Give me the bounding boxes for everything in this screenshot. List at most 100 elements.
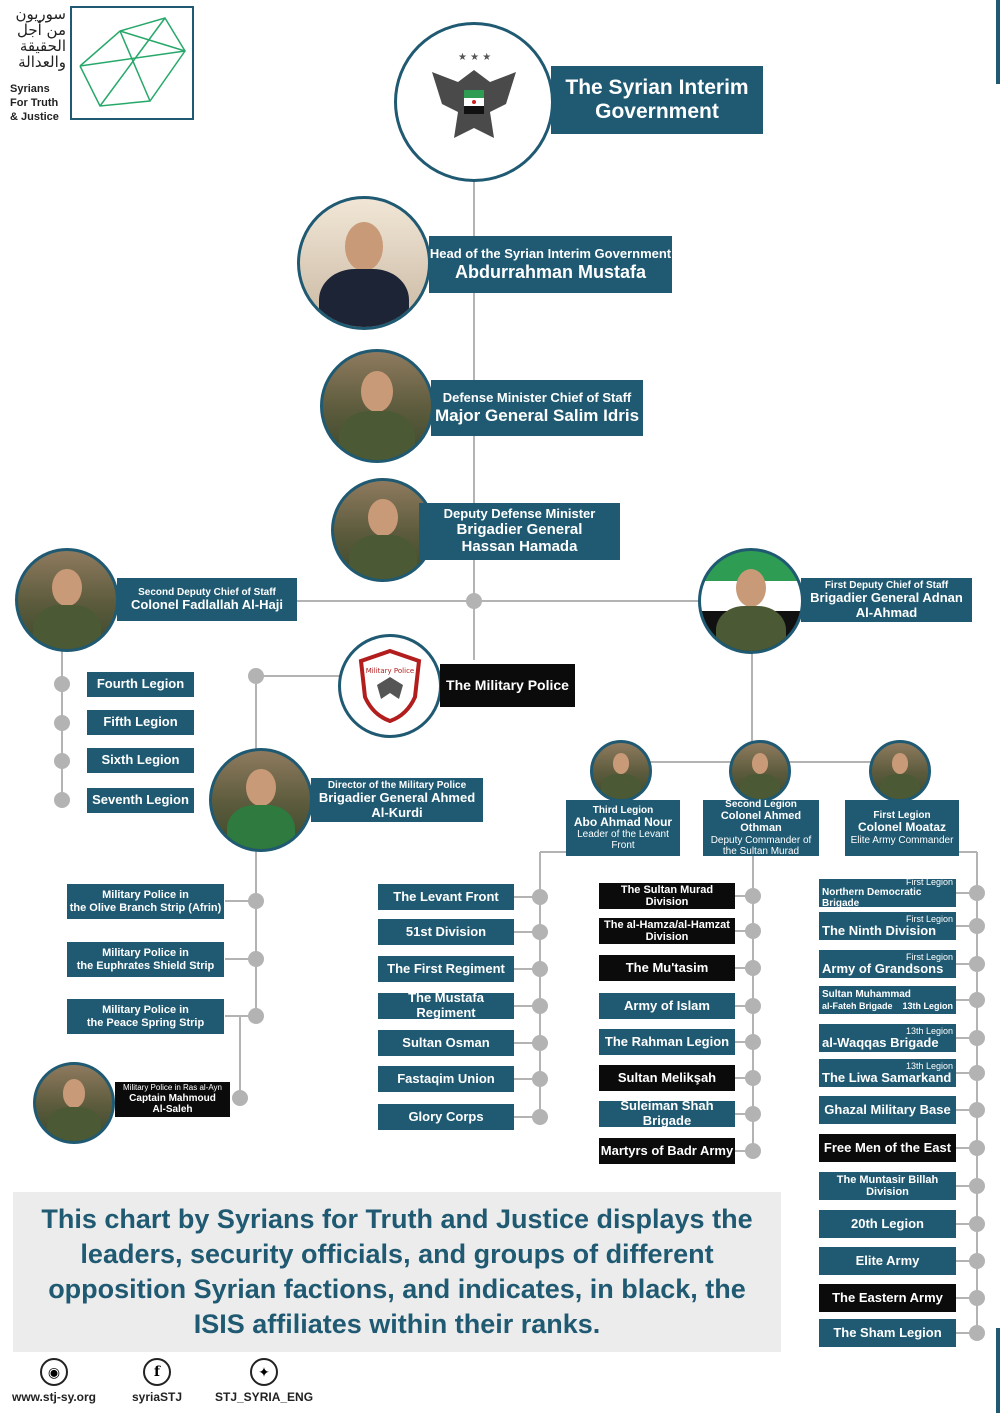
group-label-line: 13th Legion (905, 1025, 953, 1036)
chart-caption: This chart by Syrians for Truth and Just… (13, 1192, 781, 1352)
logo-english-2: For Truth (10, 97, 59, 109)
mp-director-photo (209, 748, 313, 852)
globe-icon: ◉ (40, 1358, 68, 1386)
military-police-emblem: Military Police (338, 634, 442, 738)
group-label-line: al-Fateh Brigade (822, 1000, 893, 1011)
logo-arabic-2: من أجل (16, 21, 66, 39)
defense-minister-photo (320, 349, 434, 463)
twitter-icon: ✦ (250, 1358, 279, 1386)
group-label-line: The Muntasir Billah (836, 1173, 939, 1186)
group-label-line: First Legion (905, 876, 953, 887)
first-deputy-label: First Deputy Chief of Staff Brigadier Ge… (801, 578, 972, 622)
ras-alayn-label: Military Police in Ras al-Ayn Captain Ma… (115, 1082, 230, 1117)
third-legion-group: Glory Corps (378, 1104, 514, 1130)
group-label-line: Martyrs of Badr Army (600, 1142, 734, 1158)
group-label-line: The Mu'tasim (625, 959, 709, 975)
group-label-line: The Ninth Division (822, 922, 937, 938)
group-label-line: The Eastern Army (832, 1289, 943, 1305)
group-label-line: The Sham Legion (833, 1324, 942, 1340)
third-legion-group: Fastaqim Union (378, 1066, 514, 1092)
ras-alayn-photo (33, 1062, 115, 1144)
left-legion-2: Fifth Legion (87, 710, 194, 735)
first-legion-photo (869, 740, 931, 802)
second-legion-group: The Mu'tasim (599, 955, 735, 981)
group-label-line: The Liwa Samarkand (822, 1069, 952, 1085)
mp-unit-peace-spring: Military Police in the Peace Spring Stri… (67, 999, 224, 1034)
third-legion-group: The Mustafa Regiment (378, 991, 514, 1020)
group-label-line: Division (866, 1186, 909, 1198)
second-deputy-label: Second Deputy Chief of Staff Colonel Fad… (117, 578, 297, 621)
third-legion-group: Sultan Osman (378, 1030, 514, 1056)
group-label-line: First Legion (905, 913, 953, 924)
left-legion-1: Fourth Legion (87, 672, 194, 697)
third-legion-photo (590, 740, 652, 802)
left-legion-4: Seventh Legion (87, 788, 194, 813)
first-legion-group: Elite Army (819, 1247, 956, 1275)
second-legion-group: The Rahman Legion (599, 1029, 735, 1055)
group-label-line: The Rahman Legion (604, 1033, 730, 1049)
group-label-line: Sultan Melikşah (617, 1069, 717, 1085)
military-police-badge-text: Military Police (366, 667, 414, 675)
twitter-link[interactable]: ✦ STJ_SYRIA_ENG (215, 1358, 313, 1404)
deputy-minister-label: Deputy Defense Minister Brigadier Genera… (419, 503, 620, 560)
mp-unit-afrin: Military Police in the Olive Branch Stri… (67, 884, 224, 919)
group-label-line: Ghazal Military Base (824, 1101, 951, 1117)
group-label-line: 20th Legion (851, 1215, 924, 1231)
group-label-line: Army of Grandsons (822, 960, 944, 976)
group-label-line: Division (645, 931, 689, 943)
second-legion-photo (729, 740, 791, 802)
facebook-icon: f (143, 1358, 172, 1386)
second-legion-group: Suleiman Shah Brigade (599, 1098, 735, 1128)
group-label-row: al-Fateh Brigade 13th Legion (819, 1001, 956, 1011)
first-legion-group: Ghazal Military Base (819, 1096, 956, 1124)
third-legion-group: The Levant Front (378, 884, 514, 910)
mp-director-label: Director of the Military Police Brigadie… (311, 778, 483, 822)
mp-unit-euphrates: Military Police in the Euphrates Shield … (67, 942, 224, 977)
group-label-line: al-Waqqas Brigade (822, 1034, 939, 1050)
logo-arabic-3: الحقيقة (19, 37, 66, 55)
group-label-line: Army of Islam (624, 997, 710, 1013)
facebook-link[interactable]: f syriaSTJ (132, 1358, 182, 1404)
logo-english-3: & Justice (10, 111, 59, 123)
logo-network-icon (70, 6, 194, 120)
second-deputy-photo (15, 548, 119, 652)
group-label-line: Free Men of the East (823, 1139, 952, 1155)
edge-bar-bottom (996, 1328, 1000, 1413)
group-label-line: First Legion (905, 951, 953, 962)
second-legion-group: Martyrs of Badr Army (599, 1138, 735, 1164)
third-legion-group: 51st Division (378, 919, 514, 945)
first-legion-group: Free Men of the East (819, 1134, 956, 1162)
website-link[interactable]: ◉ www.stj-sy.org (12, 1358, 96, 1404)
group-label-line: The al-Hamza/al-Hamzat (604, 918, 730, 931)
first-legion-group: The Eastern Army (819, 1284, 956, 1312)
second-legion-label: Second Legion Colonel Ahmed Othman Deput… (703, 799, 819, 857)
logo-arabic-1: سوريون (15, 5, 66, 23)
group-label-line: Northern Democratic Brigade (822, 886, 922, 910)
group-label-line: 13th Legion (902, 1000, 953, 1011)
first-legion-group: The Sham Legion (819, 1319, 956, 1347)
shield-icon: Military Police (358, 648, 422, 724)
group-label-line: Suleiman Shah Brigade (620, 1098, 714, 1128)
third-legion-group: The First Regiment (378, 956, 514, 982)
edge-bar-top (996, 0, 1000, 84)
group-label-line: Division (645, 896, 689, 908)
military-police-label: The Military Police (440, 664, 575, 707)
group-label-line: 13th Legion (905, 1060, 953, 1071)
second-legion-group: Sultan Melikşah (599, 1065, 735, 1091)
government-emblem: ★ ★ ★ (394, 22, 554, 182)
logo-english-1: Syrians (10, 83, 50, 95)
first-legion-label: First Legion Colonel Moataz Elite Army C… (845, 800, 959, 856)
first-deputy-photo (698, 548, 804, 654)
logo-arabic-4: والعدالة (18, 53, 66, 71)
svg-text:★ ★ ★: ★ ★ ★ (458, 52, 491, 63)
defense-minister-label: Defense Minister Chief of Staff Major Ge… (431, 380, 643, 436)
third-legion-label: Third Legion Abo Ahmad Nour Leader of th… (566, 800, 680, 856)
